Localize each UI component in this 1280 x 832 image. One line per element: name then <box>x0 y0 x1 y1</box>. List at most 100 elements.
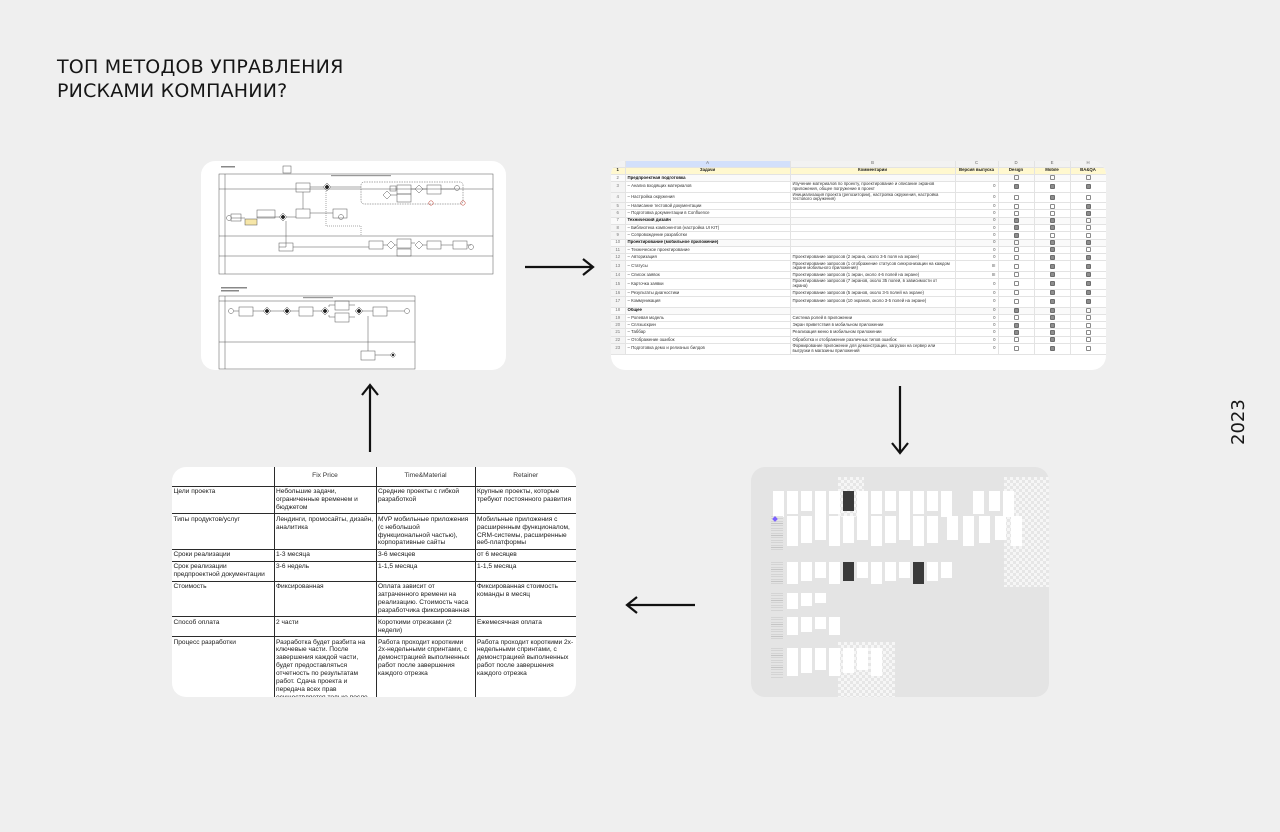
design-checkbox[interactable] <box>1013 225 1019 231</box>
design-checkbox[interactable] <box>1013 308 1019 314</box>
design-checkbox[interactable] <box>1013 329 1019 335</box>
row-label: Стоимость <box>172 581 275 618</box>
mobile-checkbox[interactable] <box>1049 272 1055 278</box>
design-checkbox[interactable] <box>1013 194 1019 200</box>
baqa-checkbox[interactable] <box>1085 346 1091 352</box>
design-checkbox[interactable] <box>1013 184 1019 190</box>
task-spreadsheet-card: A B C D E H 1 Задачи Комментарии Версия … <box>611 161 1106 370</box>
mobile-checkbox[interactable] <box>1049 218 1055 224</box>
mobile-checkbox[interactable] <box>1049 247 1055 253</box>
mobile-checkbox[interactable] <box>1049 184 1055 190</box>
design-checkbox[interactable] <box>1013 337 1019 343</box>
version-cell: 0 <box>955 321 999 330</box>
design-checkbox[interactable] <box>1013 263 1019 269</box>
mobile-checkbox[interactable] <box>1049 337 1055 343</box>
column-letters-row: A B C D E H <box>611 161 1106 168</box>
design-checkbox[interactable] <box>1013 210 1019 216</box>
comment-cell: Проектирование запросов (1 отображение с… <box>790 260 956 272</box>
baqa-checkbox[interactable] <box>1085 272 1091 278</box>
baqa-checkbox[interactable] <box>1085 299 1091 305</box>
design-checkbox[interactable] <box>1013 272 1019 278</box>
mobile-checkbox[interactable] <box>1049 322 1055 328</box>
column-letter[interactable]: E <box>1034 161 1071 168</box>
mobile-checkbox-cell <box>1034 246 1071 255</box>
baqa-checkbox[interactable] <box>1085 240 1091 246</box>
version-cell: 0 <box>955 336 999 345</box>
baqa-checkbox[interactable] <box>1085 308 1091 314</box>
baqa-checkbox[interactable] <box>1085 254 1091 260</box>
mobile-checkbox[interactable] <box>1049 299 1055 305</box>
mobile-checkbox[interactable] <box>1049 232 1055 238</box>
baqa-checkbox[interactable] <box>1085 218 1091 224</box>
design-checkbox[interactable] <box>1013 203 1019 209</box>
design-checkbox[interactable] <box>1013 218 1019 224</box>
mobile-checkbox[interactable] <box>1049 254 1055 260</box>
baqa-checkbox[interactable] <box>1085 225 1091 231</box>
mobile-checkbox[interactable] <box>1049 263 1055 269</box>
baqa-checkbox[interactable] <box>1085 175 1091 181</box>
comparison-header-retainer: Retainer <box>475 467 576 487</box>
mobile-checkbox[interactable] <box>1049 194 1055 200</box>
baqa-checkbox-cell <box>1070 231 1106 240</box>
comment-cell: Проектирование запросов (7 экранов, окол… <box>790 278 956 290</box>
mobile-checkbox[interactable] <box>1049 329 1055 335</box>
retainer-cell: Работа проходит короткими 2х-недельными … <box>475 636 576 697</box>
column-letter[interactable]: D <box>998 161 1035 168</box>
baqa-checkbox[interactable] <box>1085 281 1091 287</box>
design-checkbox[interactable] <box>1013 247 1019 253</box>
table-row: Срок реализации предпроектной документац… <box>172 561 576 582</box>
mobile-checkbox[interactable] <box>1049 281 1055 287</box>
baqa-checkbox-cell <box>1070 246 1106 255</box>
mobile-checkbox[interactable] <box>1049 225 1055 231</box>
baqa-checkbox[interactable] <box>1085 315 1091 321</box>
column-letter[interactable]: B <box>790 161 956 168</box>
baqa-checkbox[interactable] <box>1085 337 1091 343</box>
baqa-checkbox[interactable] <box>1085 232 1091 238</box>
baqa-checkbox[interactable] <box>1085 247 1091 253</box>
mobile-checkbox[interactable] <box>1049 240 1055 246</box>
baqa-checkbox[interactable] <box>1085 184 1091 190</box>
design-frame <box>989 491 1000 511</box>
baqa-checkbox[interactable] <box>1085 263 1091 269</box>
comment-cell: Проектирование запросов (10 экранов, око… <box>790 296 956 308</box>
design-checkbox[interactable] <box>1013 240 1019 246</box>
design-checkbox[interactable] <box>1013 315 1019 321</box>
mobile-checkbox[interactable] <box>1049 175 1055 181</box>
mobile-checkbox[interactable] <box>1049 308 1055 314</box>
mobile-checkbox[interactable] <box>1049 210 1055 216</box>
baqa-checkbox[interactable] <box>1085 210 1091 216</box>
design-checkbox[interactable] <box>1013 232 1019 238</box>
mobile-checkbox[interactable] <box>1049 290 1055 296</box>
design-checkbox[interactable] <box>1013 322 1019 328</box>
baqa-checkbox[interactable] <box>1085 290 1091 296</box>
comment-cell: Формирование приложение для демонстрации… <box>790 343 956 355</box>
mobile-checkbox[interactable] <box>1049 315 1055 321</box>
task-cell: Технический дизайн <box>625 217 791 226</box>
design-frame <box>829 617 840 635</box>
design-frame <box>801 617 812 632</box>
mobile-checkbox[interactable] <box>1049 203 1055 209</box>
design-checkbox[interactable] <box>1013 299 1019 305</box>
design-checkbox[interactable] <box>1013 175 1019 181</box>
baqa-checkbox[interactable] <box>1085 329 1091 335</box>
design-frame <box>787 516 798 546</box>
baqa-checkbox-cell <box>1070 224 1106 233</box>
design-checkbox[interactable] <box>1013 254 1019 260</box>
baqa-checkbox[interactable] <box>1085 194 1091 200</box>
design-checkbox[interactable] <box>1013 346 1019 352</box>
column-letter[interactable]: A <box>625 161 791 168</box>
baqa-checkbox-cell <box>1070 289 1106 298</box>
design-checkbox[interactable] <box>1013 290 1019 296</box>
comparison-header-time-material: Time&Material <box>376 467 476 487</box>
column-letter[interactable]: C <box>955 161 999 168</box>
mobile-checkbox[interactable] <box>1049 346 1055 352</box>
design-checkbox[interactable] <box>1013 281 1019 287</box>
baqa-checkbox[interactable] <box>1085 322 1091 328</box>
baqa-checkbox[interactable] <box>1085 203 1091 209</box>
